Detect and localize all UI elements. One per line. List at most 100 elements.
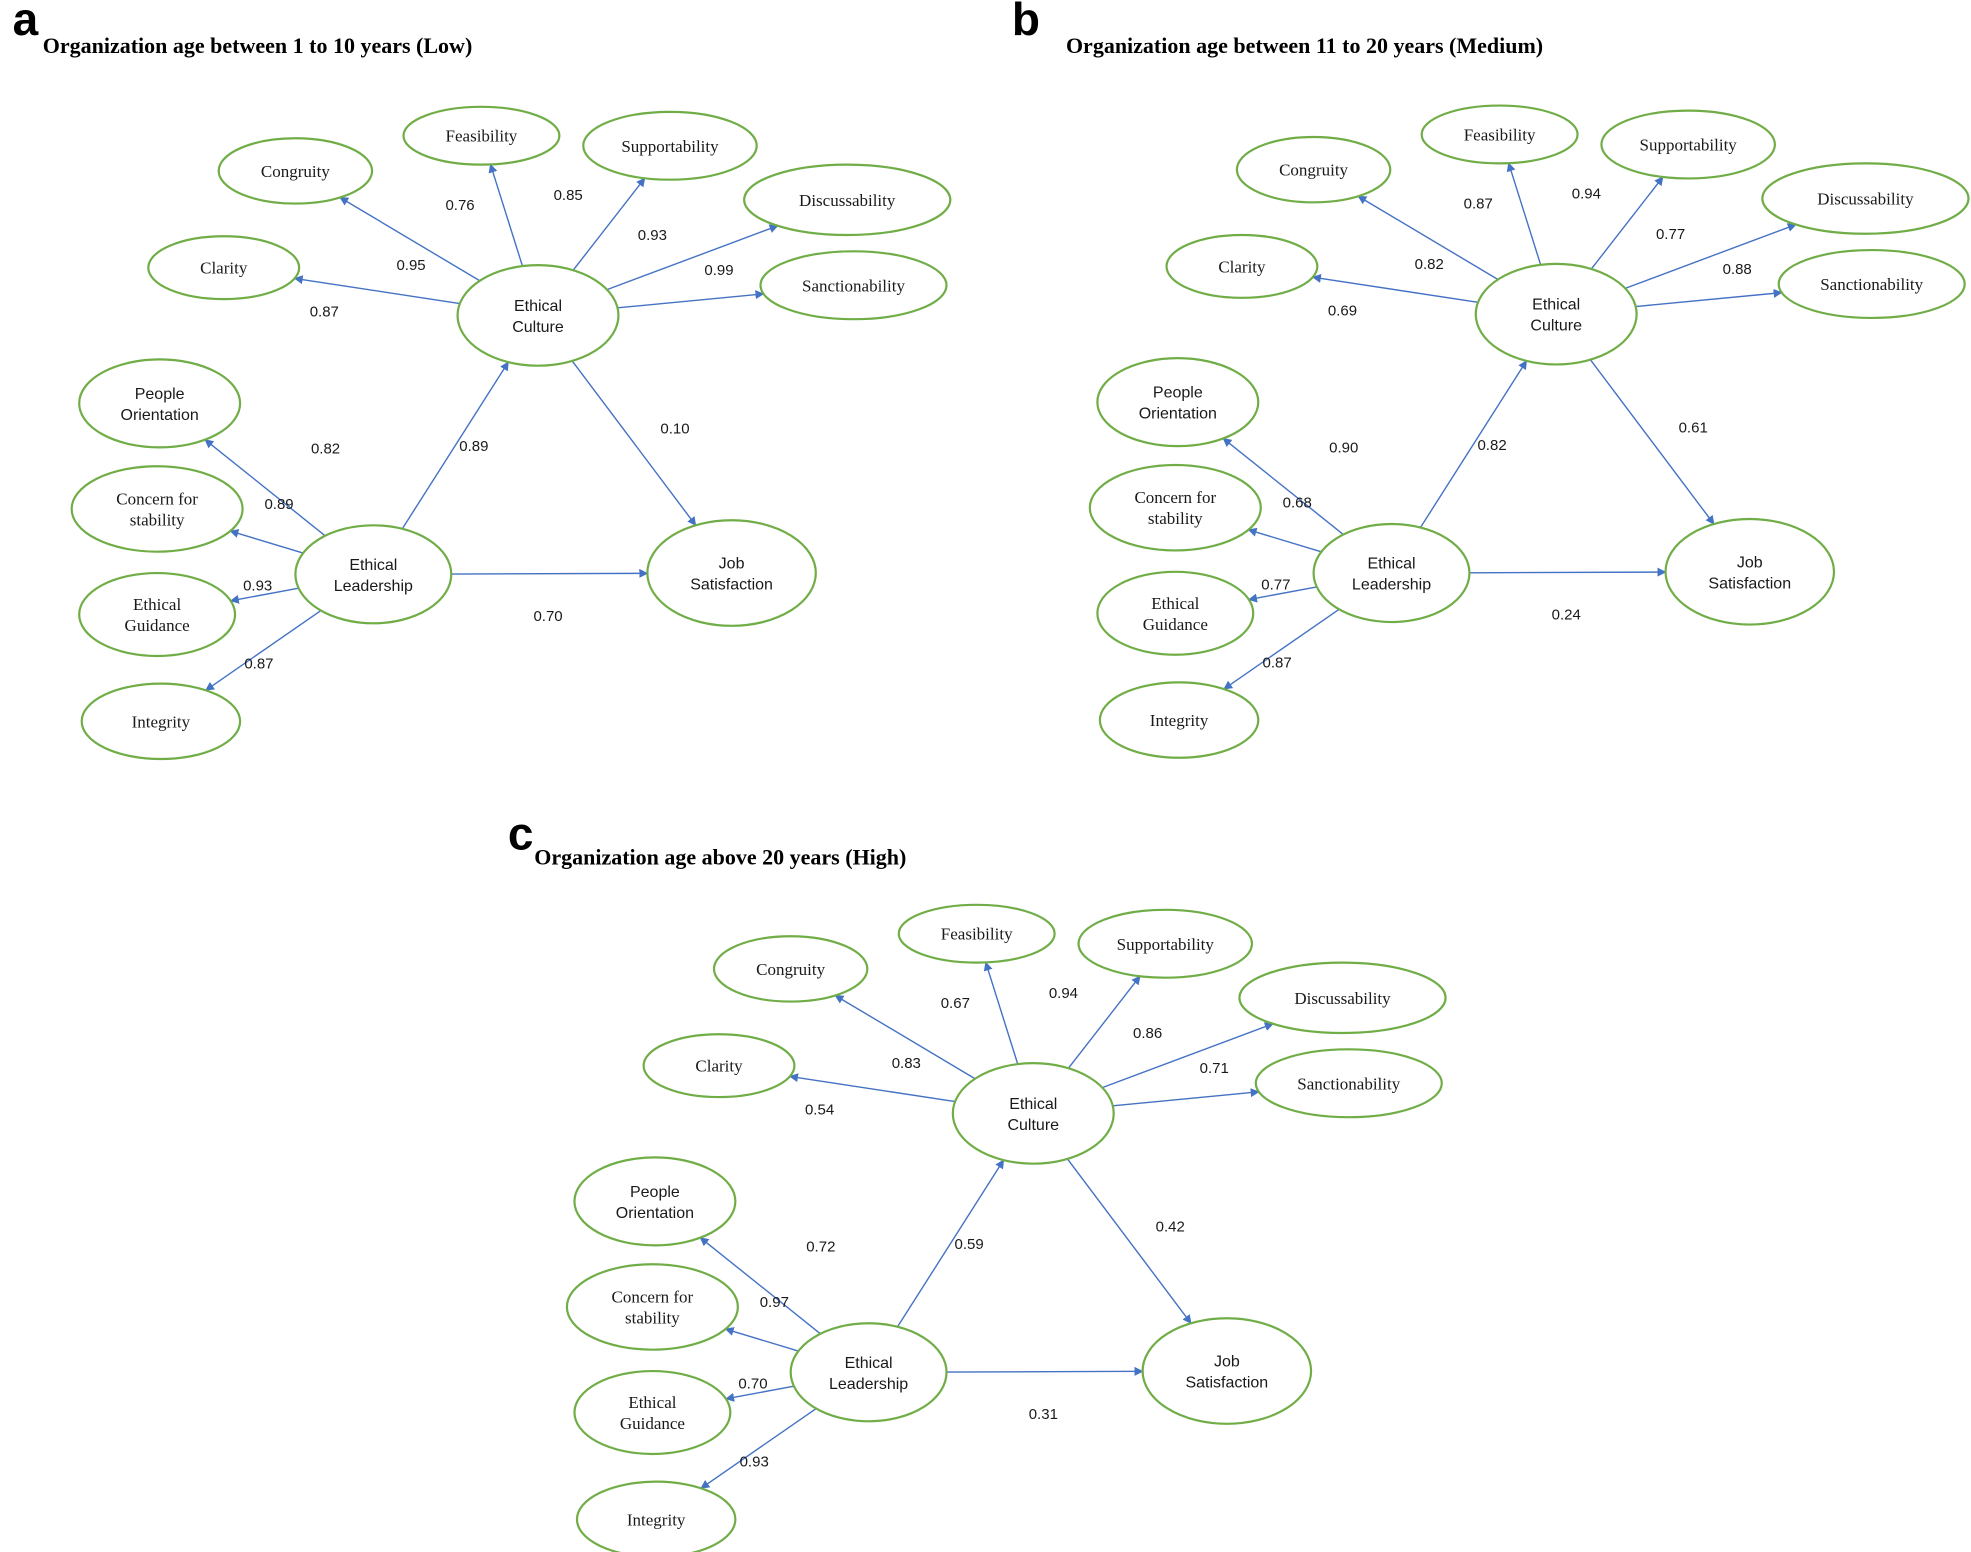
node-ellipse: [897, 903, 1056, 964]
coefficient-culture-discussability: 0.77: [1656, 226, 1685, 243]
node-label: Concern for: [612, 1287, 694, 1306]
node-label: stability: [625, 1308, 680, 1327]
coefficient-culture-supportability: 0.94: [1572, 186, 1601, 203]
node-ellipse: [1664, 517, 1836, 626]
coefficient-culture-congruity: 0.82: [1415, 256, 1444, 273]
path-culture-congruity-arrow: [1357, 195, 1499, 281]
node-label: Clarity: [695, 1057, 743, 1076]
path-leadership-culture-arrow: [1419, 360, 1528, 528]
node-ellipse: [1312, 522, 1471, 624]
coefficient-culture-feasibility: 0.87: [1464, 196, 1493, 213]
node-label: Orientation: [1139, 406, 1217, 423]
coefficient-culture-discussability: 0.93: [638, 227, 667, 244]
panel-title: Organization age between 11 to 20 years …: [1066, 33, 1543, 58]
node-congruity: Congruity: [217, 137, 374, 205]
path-culture-feasibility-arrow: [983, 961, 1019, 1065]
coefficient-culture-supportability: 0.85: [554, 187, 583, 204]
path-culture-job-arrow: [1589, 359, 1715, 525]
node-label: Supportability: [621, 137, 719, 156]
node-label: Orientation: [616, 1205, 694, 1222]
node-label: Discussability: [799, 191, 896, 210]
path-leadership-job-arrow: [451, 568, 649, 578]
node-ellipse: [1420, 104, 1579, 165]
path-culture-supportability-arrow: [1590, 176, 1664, 270]
node-label: Guidance: [1143, 615, 1208, 634]
node-label: Feasibility: [446, 127, 518, 146]
node-discussability: Discussability: [743, 163, 952, 237]
path-coefficients: 0.820.870.940.770.880.690.610.820.900.68…: [1261, 186, 1752, 672]
node-ellipse: [573, 1369, 732, 1456]
path-leadership-people-arrow: [699, 1237, 821, 1335]
coefficient-leadership-guidance: 0.93: [243, 578, 272, 595]
path-leadership-integrity-arrow: [205, 610, 322, 691]
coefficient-culture-job: 0.10: [660, 421, 689, 438]
node-label: Satisfaction: [1185, 1375, 1268, 1392]
path-culture-sanctionability-arrow: [1635, 288, 1783, 308]
node-ellipse: [712, 935, 869, 1003]
node-sanctionability: Sanctionability: [1777, 248, 1966, 320]
node-ellipse: [951, 1062, 1115, 1165]
coefficient-leadership-job: 0.31: [1029, 1406, 1058, 1423]
node-label: Ethical: [1532, 297, 1580, 314]
path-culture-congruity-arrow: [834, 994, 976, 1080]
node-label: Ethical: [628, 1393, 676, 1412]
node-ellipse: [1096, 570, 1255, 656]
coefficient-culture-clarity: 0.69: [1328, 302, 1357, 319]
node-discussability: Discussability: [1761, 162, 1970, 235]
node-ellipse: [646, 519, 817, 627]
node-label: Leadership: [829, 1376, 908, 1393]
node-ellipse: [565, 1263, 739, 1351]
node-sanctionability: Sanctionability: [1254, 1048, 1443, 1119]
node-ellipse: [575, 1480, 737, 1552]
node-ellipse: [573, 1156, 737, 1247]
path-leadership-concern-arrow: [1247, 527, 1322, 553]
node-label: Supportability: [1117, 935, 1215, 954]
node-ellipse: [78, 571, 237, 658]
node-integrity: Integrity: [575, 1480, 737, 1552]
coefficient-leadership-integrity: 0.87: [1263, 654, 1292, 671]
node-label: Sanctionability: [1297, 1074, 1400, 1093]
path-culture-sanctionability-arrow: [617, 290, 765, 309]
path-culture-supportability-arrow: [1067, 975, 1141, 1069]
node-label: People: [630, 1184, 680, 1201]
path-culture-clarity-arrow: [1311, 273, 1479, 303]
constructs: CongruityFeasibilitySupportabilityDiscus…: [1088, 104, 1970, 759]
path-culture-clarity-arrow: [293, 275, 460, 305]
node-ellipse: [80, 682, 242, 761]
node-label: Clarity: [1218, 257, 1266, 276]
node-integrity: Integrity: [1098, 681, 1260, 759]
node-label: stability: [130, 510, 185, 529]
node-ellipse: [1474, 262, 1638, 366]
path-culture-sanctionability-arrow: [1112, 1088, 1260, 1107]
node-supportability: Supportability: [582, 110, 758, 181]
node-ellipse: [642, 1033, 796, 1099]
panel-letter: a: [13, 0, 39, 45]
node-label: Job: [719, 556, 745, 573]
node-ellipse: [70, 465, 244, 553]
coefficient-leadership-integrity: 0.87: [244, 656, 273, 673]
node-ellipse: [1077, 908, 1254, 979]
path-culture-discussability-arrow: [1624, 223, 1797, 290]
path-culture-feasibility-arrow: [1506, 162, 1542, 266]
node-label: Ethical: [1368, 556, 1416, 573]
node-label: Feasibility: [941, 925, 1013, 944]
node-label: Guidance: [620, 1414, 685, 1433]
coefficient-leadership-culture: 0.82: [1477, 437, 1506, 454]
node-ellipse: [1238, 961, 1447, 1035]
path-leadership-job-arrow: [1469, 567, 1667, 577]
node-label: Concern for: [1134, 488, 1216, 507]
node-clarity: Clarity: [642, 1033, 796, 1099]
coefficient-leadership-integrity: 0.93: [740, 1454, 769, 1471]
node-label: Integrity: [1150, 711, 1209, 730]
